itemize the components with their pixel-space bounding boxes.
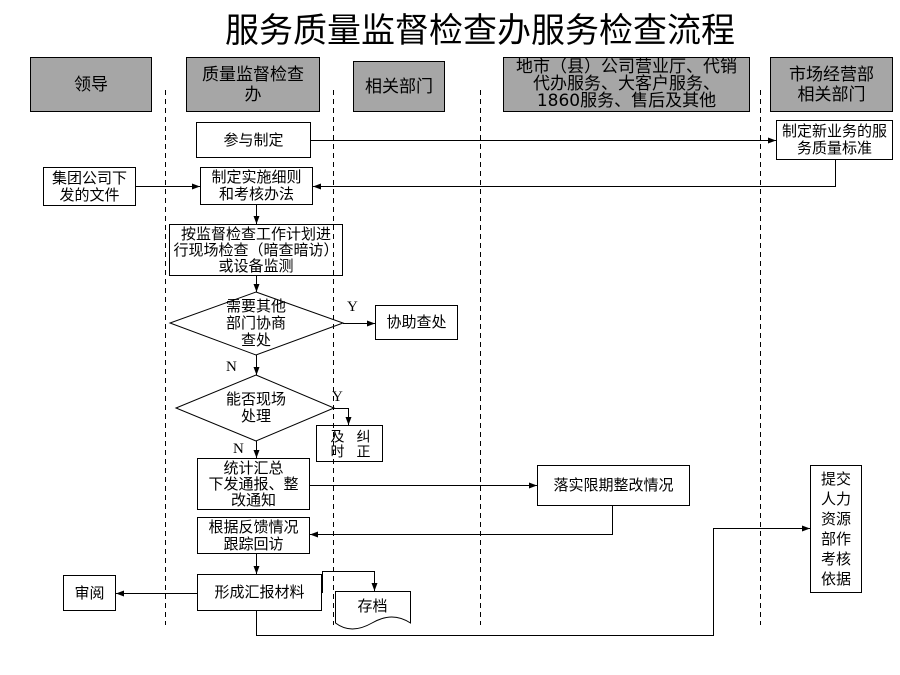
lane-header-label: 质量监督检查 办 <box>202 64 304 105</box>
branch-label-yes: Y <box>347 299 358 315</box>
lane-header-label: 地市（县）公司营业厅、代销 代办服务、大客户服务、 1860服务、售后及其他 <box>516 57 737 111</box>
node-implementation-rules: 制定实施细则 和考核办法 <box>200 167 313 205</box>
lane-header-label: 领导 <box>74 74 108 95</box>
node-timely-correction: 及时纠正 <box>316 425 383 462</box>
decision-onsite-handling: 能否现场 处理 <box>196 375 316 441</box>
connector-standard-to-rules <box>313 160 836 190</box>
node-label: 形成汇报材料 <box>214 583 305 601</box>
node-summary-notice: 统计汇总 下发通报、整 改通知 <box>197 458 310 510</box>
node-report-materials: 形成汇报材料 <box>197 574 322 611</box>
node-rectification: 落实限期整改情况 <box>537 465 690 506</box>
node-label: 及时纠正 <box>328 428 371 459</box>
node-assist-handling: 协助查处 <box>375 305 458 340</box>
connector-onsite-yes-to-correct <box>334 408 352 425</box>
lane-header-quality-office: 质量监督检查 办 <box>186 57 320 112</box>
node-label: 审阅 <box>74 583 105 602</box>
lane-header-branches: 地市（县）公司营业厅、代销 代办服务、大客户服务、 1860服务、售后及其他 <box>503 57 750 112</box>
node-label: 提交 人力 资源 部作 考核 依据 <box>820 470 851 588</box>
lane-header-label: 相关部门 <box>365 76 433 97</box>
decision-label: 需要其他 部门协商 查处 <box>225 297 286 349</box>
page-title: 服务质量监督检查办服务检查流程 <box>225 11 735 51</box>
node-label: 统计汇总 下发通报、整 改通知 <box>208 459 299 509</box>
node-label: 集团公司下 发的文件 <box>51 168 127 204</box>
lane-header-leader: 领导 <box>30 57 152 112</box>
node-label: 按监督检查工作计划进 行现场检查（暗查暗访） 或设备监测 <box>173 225 339 275</box>
node-label: 制定新业务的服 务质量标准 <box>781 122 887 157</box>
connector-report-to-archive <box>322 571 378 593</box>
node-onsite-inspection: 按监督检查工作计划进 行现场检查（暗查暗访） 或设备监测 <box>169 224 343 276</box>
branch-label-no: N <box>226 359 237 375</box>
connector-rectify-to-followup <box>310 506 613 538</box>
branch-label-no: N <box>233 441 244 457</box>
archive-document-shape <box>335 591 411 630</box>
node-archive: 存档 <box>335 591 410 621</box>
lane-header-related-dept: 相关部门 <box>353 61 445 112</box>
node-label: 存档 <box>357 596 388 615</box>
node-submit-hr: 提交 人力 资源 部作 考核 依据 <box>810 465 862 593</box>
node-label: 参与制定 <box>223 130 284 149</box>
node-feedback-follow-up: 根据反馈情况 跟踪回访 <box>197 517 310 554</box>
node-participate: 参与制定 <box>196 122 311 158</box>
decision-need-other-dept: 需要其他 部门协商 查处 <box>186 292 326 355</box>
node-label: 根据反馈情况 跟踪回访 <box>208 517 299 553</box>
node-label: 制定实施细则 和考核办法 <box>211 168 302 203</box>
decision-label: 能否现场 处理 <box>225 390 286 425</box>
branch-label-yes: Y <box>332 389 343 405</box>
lane-header-label: 市场经营部 相关部门 <box>789 64 874 105</box>
node-group-documents: 集团公司下 发的文件 <box>43 167 136 206</box>
node-service-standard: 制定新业务的服 务质量标准 <box>776 120 893 160</box>
node-review: 审阅 <box>63 575 116 611</box>
node-label: 协助查处 <box>386 313 447 331</box>
node-label: 落实限期整改情况 <box>553 476 674 494</box>
connector-report-to-submit-hr <box>256 525 810 636</box>
lane-header-marketing-dept: 市场经营部 相关部门 <box>770 57 893 112</box>
